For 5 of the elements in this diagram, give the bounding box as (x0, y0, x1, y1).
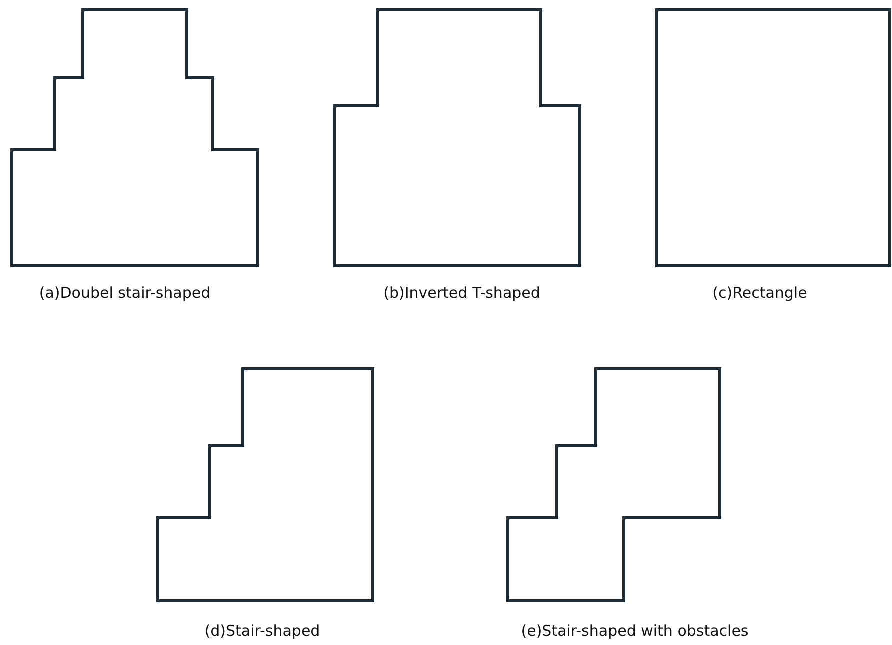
shape-caption: (d)Stair-shaped (204, 622, 322, 640)
shape-caption: (b)Inverted T-shaped (382, 284, 542, 302)
shape-caption: (e)Stair-shaped with obstacles (520, 622, 750, 640)
shape-caption: (a)Doubel stair-shaped (38, 284, 212, 302)
shape-caption: (c)Rectangle (712, 284, 808, 302)
